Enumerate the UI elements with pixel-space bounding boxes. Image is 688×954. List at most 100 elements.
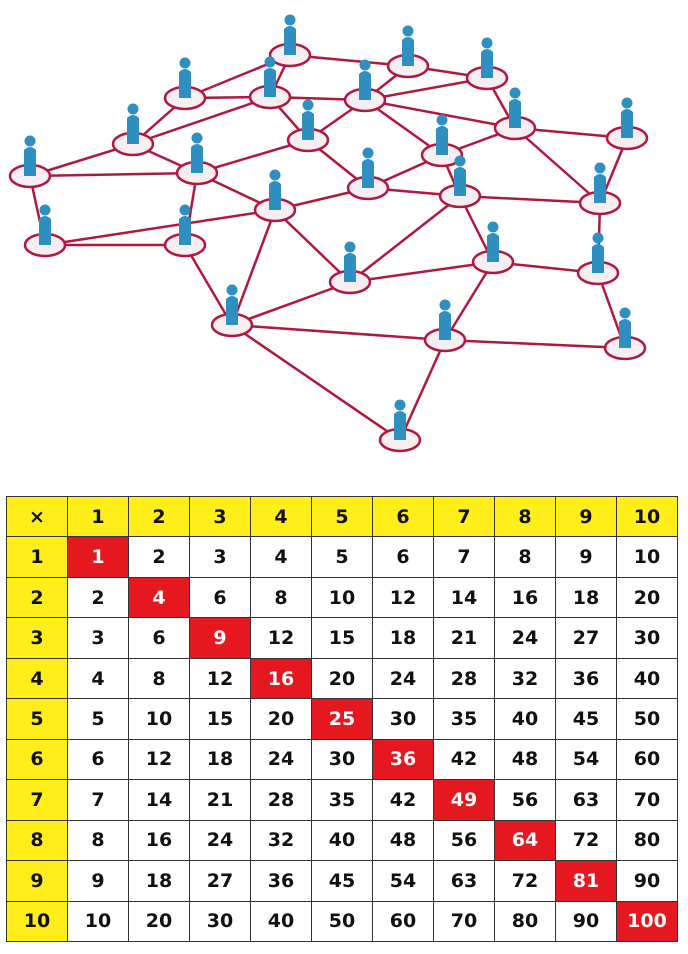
product-cell: 3 — [189, 536, 251, 578]
product-cell: 21 — [433, 617, 495, 659]
product-cell: 40 — [250, 900, 312, 943]
table-corner-symbol: × — [6, 495, 68, 538]
product-cell: 6 — [372, 536, 434, 578]
person-icon — [362, 159, 374, 188]
column-header: 9 — [555, 495, 617, 538]
product-cell: 9 — [67, 860, 129, 902]
product-cell: 6 — [67, 738, 129, 781]
product-cell: 50 — [616, 698, 678, 740]
product-cell: 30 — [311, 738, 373, 781]
square-number-cell: 9 — [189, 617, 251, 659]
network-connection-line — [231, 323, 446, 342]
person-node — [286, 99, 330, 153]
person-node — [493, 87, 537, 141]
column-header: 3 — [189, 495, 251, 538]
product-cell: 24 — [250, 738, 312, 781]
person-node — [576, 232, 620, 286]
product-cell: 54 — [372, 860, 434, 902]
product-cell: 60 — [616, 738, 678, 781]
product-cell: 16 — [494, 576, 556, 619]
product-cell: 32 — [250, 819, 312, 862]
product-cell: 6 — [128, 617, 190, 659]
row-header: 8 — [6, 819, 68, 862]
product-cell: 40 — [494, 698, 556, 740]
person-icon — [179, 216, 191, 245]
product-cell: 10 — [128, 698, 190, 740]
product-cell: 54 — [555, 738, 617, 781]
product-cell: 15 — [311, 617, 373, 659]
person-head-icon — [439, 299, 451, 311]
product-cell: 4 — [250, 536, 312, 578]
person-node — [343, 59, 387, 113]
person-node — [210, 284, 254, 338]
row-header: 4 — [6, 657, 68, 700]
person-head-icon — [24, 135, 36, 147]
product-cell: 40 — [311, 819, 373, 862]
square-number-cell: 4 — [128, 576, 190, 619]
person-icon — [264, 68, 276, 97]
person-head-icon — [592, 232, 604, 244]
product-cell: 4 — [67, 657, 129, 700]
product-cell: 80 — [616, 819, 678, 862]
person-icon — [24, 147, 36, 176]
person-head-icon — [362, 147, 374, 159]
person-head-icon — [509, 87, 521, 99]
person-head-icon — [454, 155, 466, 167]
person-node — [253, 169, 297, 223]
product-cell: 18 — [372, 617, 434, 659]
product-cell: 18 — [189, 738, 251, 781]
network-connection-line — [274, 209, 351, 283]
person-node — [268, 14, 312, 68]
product-cell: 80 — [494, 900, 556, 943]
product-cell: 24 — [189, 819, 251, 862]
row-header: 3 — [6, 617, 68, 659]
person-node — [386, 25, 430, 79]
person-node — [23, 204, 67, 258]
product-cell: 90 — [555, 900, 617, 943]
product-cell: 12 — [189, 657, 251, 700]
product-cell: 15 — [189, 698, 251, 740]
product-cell: 18 — [555, 576, 617, 619]
person-icon — [226, 296, 238, 325]
product-cell: 24 — [372, 657, 434, 700]
person-head-icon — [264, 56, 276, 68]
person-icon — [619, 319, 631, 348]
square-number-cell: 81 — [555, 860, 617, 902]
product-cell: 8 — [67, 819, 129, 862]
product-cell: 72 — [555, 819, 617, 862]
square-number-cell: 25 — [311, 698, 373, 740]
product-cell: 2 — [128, 536, 190, 578]
person-head-icon — [127, 103, 139, 115]
product-cell: 6 — [189, 576, 251, 619]
product-cell: 50 — [311, 900, 373, 943]
product-cell: 90 — [616, 860, 678, 902]
column-header: 2 — [128, 495, 190, 538]
person-head-icon — [39, 204, 51, 216]
product-cell: 14 — [128, 779, 190, 821]
product-cell: 27 — [555, 617, 617, 659]
product-cell: 63 — [555, 779, 617, 821]
person-node — [438, 155, 482, 209]
column-header: 10 — [616, 495, 678, 538]
person-head-icon — [402, 25, 414, 37]
product-cell: 20 — [616, 576, 678, 619]
person-node — [175, 132, 219, 186]
product-cell: 5 — [67, 698, 129, 740]
person-node — [420, 114, 464, 168]
row-header: 9 — [6, 860, 68, 902]
person-icon — [191, 144, 203, 173]
product-cell: 12 — [128, 738, 190, 781]
product-cell: 42 — [433, 738, 495, 781]
person-node — [603, 307, 647, 361]
person-head-icon — [179, 204, 191, 216]
product-cell: 8 — [128, 657, 190, 700]
product-cell: 63 — [433, 860, 495, 902]
product-cell: 2 — [67, 576, 129, 619]
person-head-icon — [481, 37, 493, 49]
